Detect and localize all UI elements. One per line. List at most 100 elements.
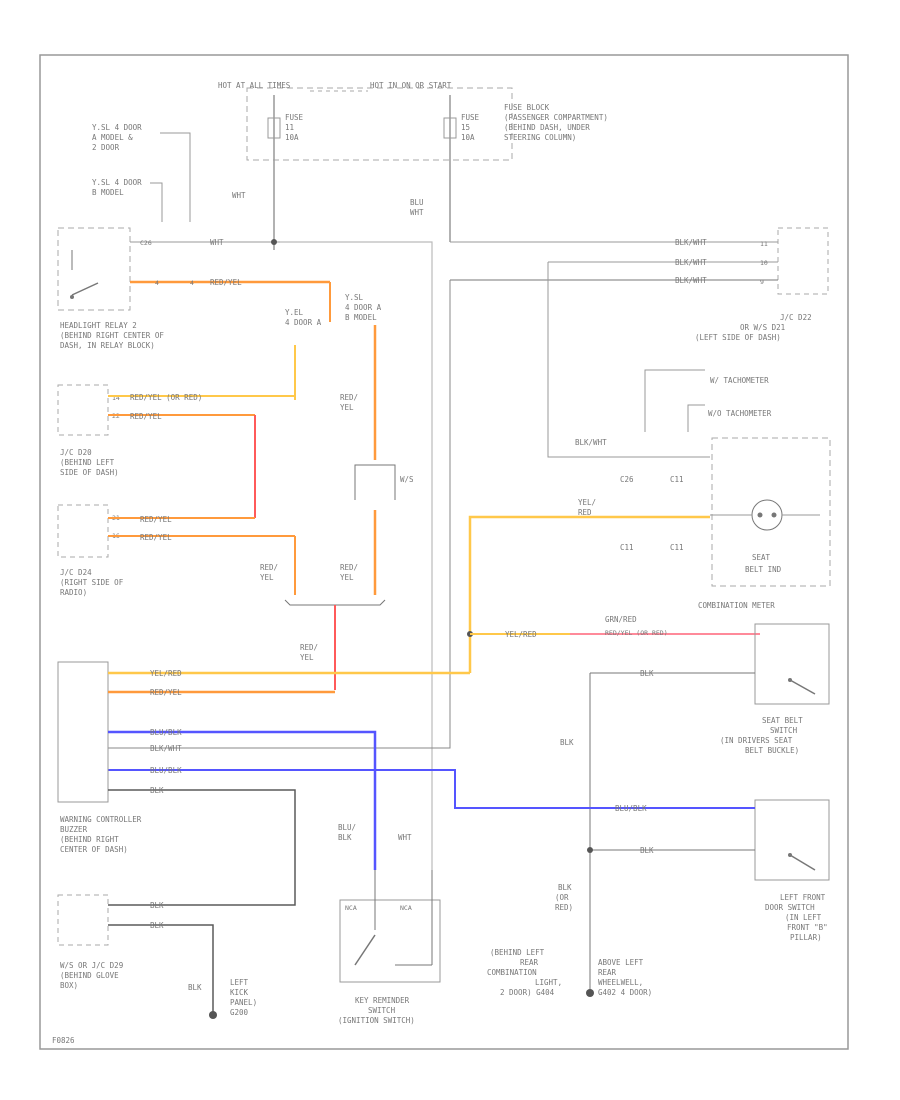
svg-text:BLU/BLK: BLU/BLK (150, 728, 182, 737)
svg-text:GRN/RED: GRN/RED (605, 615, 637, 624)
svg-text:2 DOOR: 2 DOOR (92, 143, 120, 152)
svg-text:RED/YEL: RED/YEL (210, 278, 242, 287)
svg-text:W/O TACHOMETER: W/O TACHOMETER (708, 409, 772, 418)
svg-text:NCA: NCA (345, 904, 357, 912)
svg-text:WHT: WHT (210, 238, 224, 247)
svg-text:YEL: YEL (340, 573, 354, 582)
jc-d20: 14 22 RED/YEL (OR RED) RED/YEL J/C D20 (… (57, 384, 295, 477)
svg-text:(IGNITION SWITCH): (IGNITION SWITCH) (338, 1016, 415, 1025)
svg-text:J/C D24: J/C D24 (60, 568, 92, 577)
svg-text:YEL/: YEL/ (578, 498, 596, 507)
svg-text:PILLAR): PILLAR) (790, 933, 822, 942)
svg-text:W/S: W/S (400, 475, 414, 484)
frame-label-2: HOT IN ON OR START (370, 81, 452, 90)
model-note-1: Y.SL 4 DOOR A MODEL & 2 DOOR (92, 123, 191, 222)
svg-text:10A: 10A (461, 133, 475, 142)
svg-text:(RIGHT SIDE OF: (RIGHT SIDE OF (60, 578, 124, 587)
svg-text:Y.SL 4 DOOR: Y.SL 4 DOOR (92, 123, 142, 132)
svg-text:C11: C11 (670, 475, 684, 484)
svg-text:LIGHT,: LIGHT, (535, 978, 562, 987)
svg-text:Y.EL: Y.EL (285, 308, 304, 317)
svg-text:4 DOOR A: 4 DOOR A (345, 303, 382, 312)
fuse-block-box (246, 87, 513, 161)
svg-text:RED/YEL (OR RED): RED/YEL (OR RED) (130, 393, 202, 402)
svg-text:C11: C11 (670, 543, 684, 552)
svg-text:BLU/BLK: BLU/BLK (615, 804, 647, 813)
svg-text:14: 14 (112, 394, 120, 402)
ground-notes: (BEHIND LEFT REAR COMBINATION LIGHT, 2 D… (487, 948, 652, 997)
svg-text:9: 9 (760, 278, 764, 286)
svg-text:(LEFT SIDE OF DASH): (LEFT SIDE OF DASH) (695, 333, 781, 342)
svg-text:BUZZER: BUZZER (60, 825, 88, 834)
jc-d24: 21 16 RED/YEL RED/YEL J/C D24 (RIGHT SID… (57, 504, 295, 597)
model-note-2: Y.SL 4 DOOR B MODEL (92, 178, 163, 222)
svg-text:BELT IND: BELT IND (745, 565, 782, 574)
svg-text:COMBINATION METER: COMBINATION METER (698, 601, 775, 610)
svg-text:(BEHIND LEFT: (BEHIND LEFT (60, 458, 115, 467)
svg-text:BLK: BLK (338, 833, 352, 842)
svg-text:BLK/WHT: BLK/WHT (675, 238, 707, 247)
svg-text:WARNING CONTROLLER: WARNING CONTROLLER (60, 815, 142, 824)
note-4: Y.SL 4 DOOR A B MODEL (345, 293, 382, 322)
svg-text:C26: C26 (140, 239, 152, 247)
svg-text:10A: 10A (285, 133, 299, 142)
svg-text:BLU/BLK: BLU/BLK (150, 766, 182, 775)
svg-text:REAR: REAR (598, 968, 617, 977)
svg-text:RADIO): RADIO) (60, 588, 87, 597)
svg-text:SEAT: SEAT (752, 553, 771, 562)
svg-text:BLK/WHT: BLK/WHT (150, 744, 182, 753)
svg-text:RED/YEL: RED/YEL (150, 688, 182, 697)
svg-text:(BEHIND RIGHT: (BEHIND RIGHT (60, 835, 119, 844)
svg-text:RED/YEL: RED/YEL (130, 412, 162, 421)
svg-text:ABOVE LEFT: ABOVE LEFT (598, 958, 644, 967)
ground-left: BLK LEFT KICK PANEL) G200 (188, 978, 257, 1019)
svg-text:KICK: KICK (230, 988, 249, 997)
svg-text:NCA: NCA (400, 904, 412, 912)
svg-text:YEL: YEL (340, 403, 354, 412)
svg-text:C11: C11 (620, 543, 634, 552)
svg-text:KEY REMINDER: KEY REMINDER (355, 996, 410, 1005)
svg-text:BLK: BLK (560, 738, 574, 747)
svg-text:CENTER OF DASH): CENTER OF DASH) (60, 845, 128, 854)
svg-text:G402 4 DOOR): G402 4 DOOR) (598, 988, 652, 997)
svg-text:BLK: BLK (150, 921, 164, 930)
warning-controller: YEL/RED RED/YEL BLU/BLK BLK/WHT BLU/BLK … (57, 661, 470, 906)
svg-text:FUSE: FUSE (461, 113, 480, 122)
svg-text:G200: G200 (230, 1008, 249, 1017)
svg-text:W/S OR J/C D29: W/S OR J/C D29 (60, 961, 123, 970)
svg-text:(BEHIND GLOVE: (BEHIND GLOVE (60, 971, 119, 980)
svg-text:WHT: WHT (398, 833, 412, 842)
svg-text:WHT: WHT (410, 208, 424, 217)
svg-text:OR W/S D21: OR W/S D21 (740, 323, 785, 332)
headlight-relay: C26 WHT 4 4 RED/YEL HEADLIGHT RELAY 2 (B… (57, 227, 330, 350)
svg-text:11: 11 (760, 240, 768, 248)
svg-text:SWITCH: SWITCH (368, 1006, 396, 1015)
svg-text:RED: RED (578, 508, 592, 517)
wire-label-blu-wht: BLU (410, 198, 424, 207)
svg-text:BLK: BLK (640, 669, 654, 678)
svg-text:2 DOOR) G404: 2 DOOR) G404 (500, 988, 555, 997)
svg-text:J/C D20: J/C D20 (60, 448, 92, 457)
svg-text:BLK: BLK (188, 983, 202, 992)
svg-text:B MODEL: B MODEL (345, 313, 377, 322)
svg-text:HEADLIGHT RELAY 2: HEADLIGHT RELAY 2 (60, 321, 137, 330)
svg-text:RED/: RED/ (300, 643, 318, 652)
ws-bottom: BLK BLK W/S OR J/C D29 (BEHIND GLOVE BOX… (57, 894, 214, 1015)
seat-belt-switch: BLK SEAT BELT SWITCH (IN DRIVERS SEAT BE… (590, 623, 830, 755)
svg-text:RED/YEL: RED/YEL (140, 515, 172, 524)
svg-text:PANEL): PANEL) (230, 998, 257, 1007)
svg-text:(BEHIND LEFT: (BEHIND LEFT (490, 948, 545, 957)
svg-text:15: 15 (461, 123, 470, 132)
svg-text:YEL/RED: YEL/RED (505, 630, 537, 639)
svg-text:4: 4 (155, 279, 159, 287)
svg-text:BELT BUCKLE): BELT BUCKLE) (745, 746, 799, 755)
svg-text:BLK: BLK (558, 883, 572, 892)
ws-splice: W/S (354, 464, 414, 500)
svg-text:BLK: BLK (150, 901, 164, 910)
svg-text:B MODEL: B MODEL (92, 188, 124, 197)
svg-text:RED): RED) (555, 903, 573, 912)
svg-text:A MODEL &: A MODEL & (92, 133, 133, 142)
fuse-block-label: FUSE BLOCK (PASSENGER COMPARTMENT) (BEHI… (504, 103, 608, 142)
svg-text:RED/YEL: RED/YEL (140, 533, 172, 542)
